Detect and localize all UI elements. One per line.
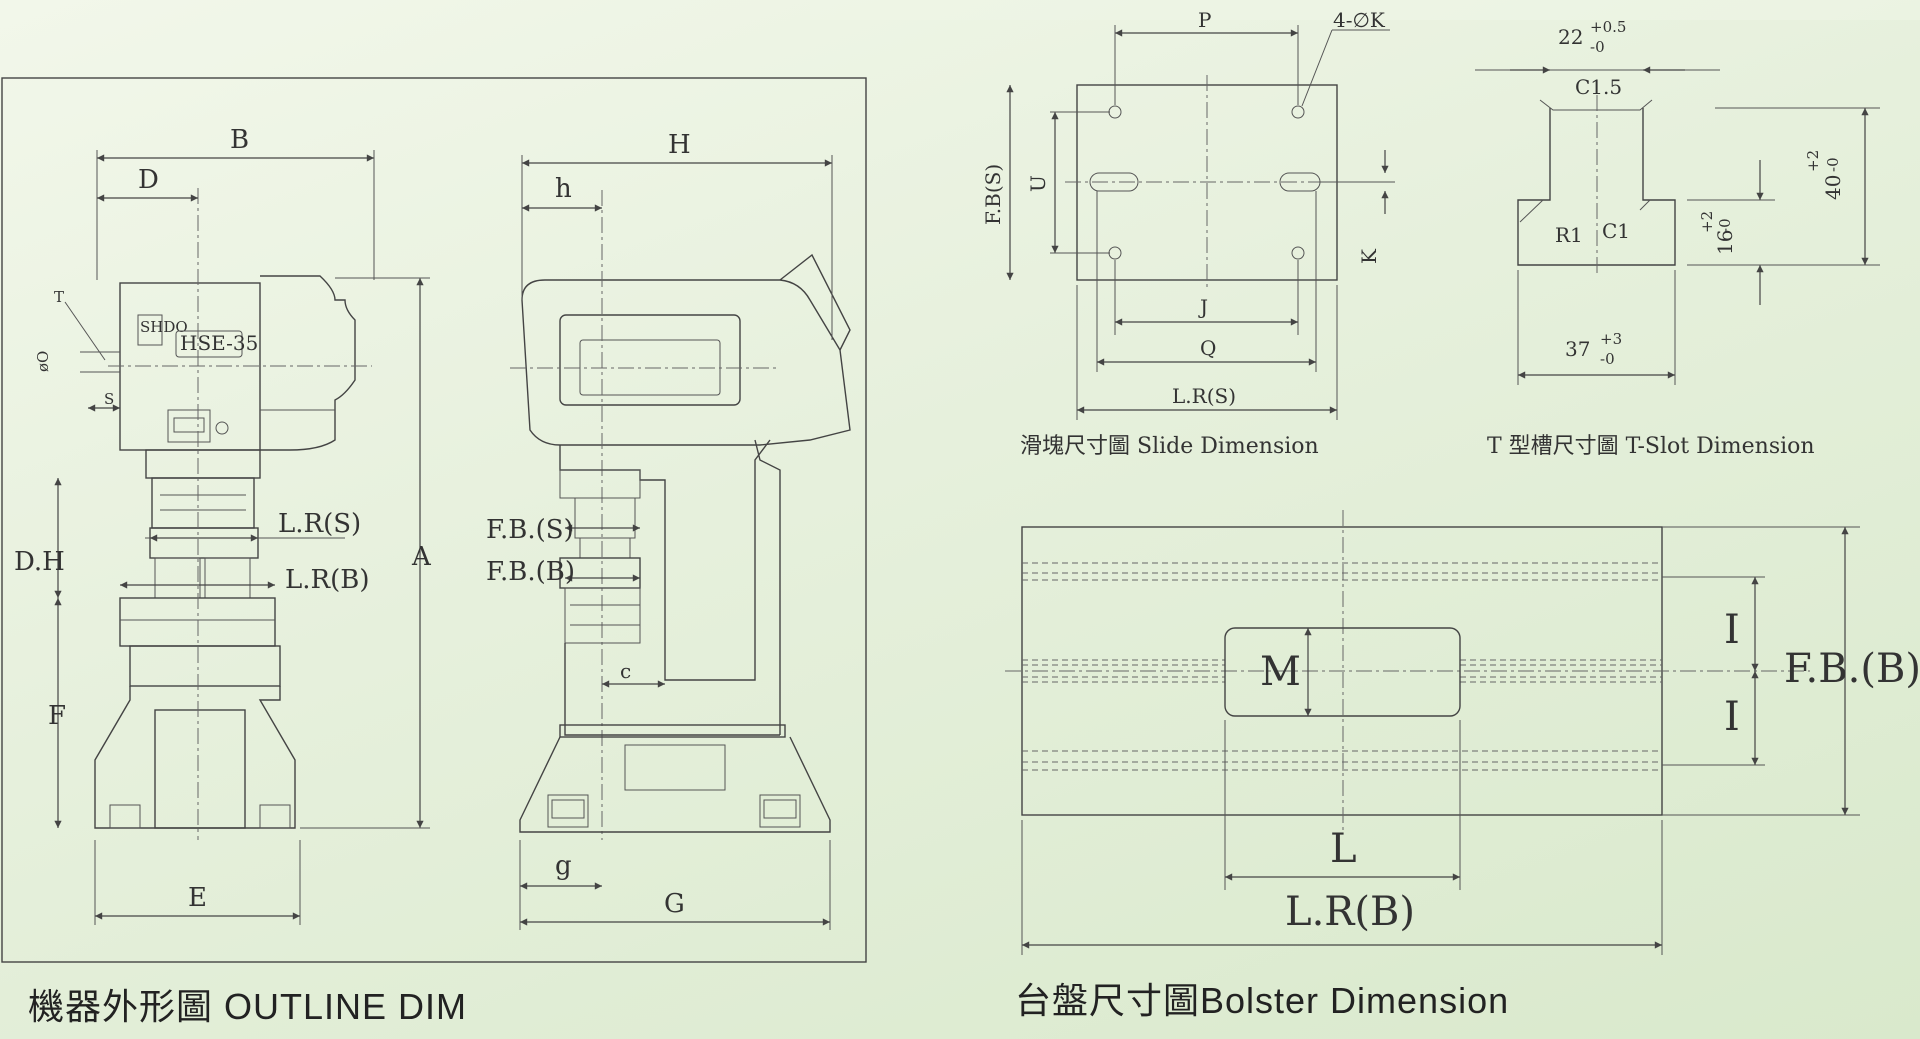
- dim-label-FBS-slide: F.B(S): [981, 164, 1005, 225]
- dim-label-FBS-outline: F.B.(S): [486, 515, 574, 545]
- control-display: [167, 409, 211, 443]
- label-C1: C1: [1602, 219, 1630, 243]
- slide-dimension-caption: 滑塊尺寸圖 Slide Dimension: [1020, 434, 1319, 459]
- tol-16-up: +2: [1698, 211, 1716, 233]
- tol-22-down: -0: [1590, 38, 1605, 56]
- dim-label-c: c: [620, 659, 631, 683]
- tol-16-down: -0: [1716, 218, 1734, 233]
- label-R1: R1: [1555, 223, 1583, 247]
- tol-22-up: +0.5: [1590, 18, 1626, 36]
- dim-label-LRS-slide: L.R(S): [1172, 384, 1236, 408]
- outline-dim-drawing: SHDO HSE-35: [1, 77, 867, 963]
- dim-label-F: F: [48, 701, 66, 731]
- model-plate: [175, 330, 243, 358]
- brand-mark: SHDO: [140, 318, 188, 336]
- t-slot-drawing: 22 +0.5 -0 C1.5 R1 C1 16 +2 -0 40 +2 -0 …: [1475, 18, 1880, 385]
- dim-label-M: M: [1260, 649, 1301, 695]
- dim-label-g: g: [555, 851, 572, 881]
- dim-label-22: 22: [1558, 25, 1583, 49]
- dim-label-16: 16: [1713, 230, 1737, 255]
- dim-label-FBB-outline: F.B.(B): [486, 557, 575, 587]
- tslot-dimension-caption: T 型槽尺寸圖 T-Slot Dimension: [1487, 434, 1815, 459]
- dim-label-I-lower: I: [1724, 694, 1740, 740]
- tol-40-down: -0: [1824, 157, 1842, 172]
- dim-label-h: h: [555, 174, 572, 204]
- tol-37-up: +3: [1600, 330, 1622, 348]
- dim-label-K: K: [1357, 248, 1381, 264]
- dim-label-Q: Q: [1200, 336, 1216, 360]
- model-plate-text: HSE-35: [180, 331, 258, 355]
- dim-label-H: H: [668, 130, 691, 160]
- dim-label-37: 37: [1565, 337, 1590, 361]
- dim-label-L: L: [1330, 826, 1357, 872]
- dim-label-P: P: [1198, 8, 1211, 32]
- dim-label-B: B: [230, 125, 249, 155]
- dim-label-D: D: [138, 165, 159, 195]
- dim-label-I-upper: I: [1724, 607, 1740, 653]
- dim-label-DH: D.H: [14, 547, 65, 577]
- front-view: SHDO HSE-35: [14, 125, 432, 925]
- brand-logo: [137, 314, 163, 346]
- outline-frame: [1, 77, 867, 963]
- tol-40-up: +2: [1804, 150, 1822, 172]
- side-view: H h F.B.(S) F.B.(B) c g G: [486, 130, 851, 930]
- dim-label-U: U: [1026, 175, 1050, 192]
- label-C15: C1.5: [1575, 75, 1622, 99]
- dim-label-S: S: [104, 390, 114, 408]
- dim-label-E: E: [188, 883, 207, 913]
- dim-label-T: T: [54, 288, 64, 306]
- dim-label-O: øO: [34, 351, 52, 372]
- dim-label-4K: 4-∅K: [1333, 8, 1386, 32]
- dim-label-FBB-bolster: F.B.(B): [1784, 646, 1920, 692]
- bolster-dimension-drawing: M I I F.B.(B) L L.R(B): [1005, 510, 1920, 955]
- slide-dimension-drawing: P 4-∅K F.B(S) U K J Q L.R(S): [981, 8, 1395, 420]
- dim-label-A: A: [411, 542, 432, 572]
- dim-label-40: 40: [1821, 175, 1845, 200]
- bolster-dimension-caption: 台盤尺寸圖Bolster Dimension: [1015, 980, 1510, 1021]
- tol-37-down: -0: [1600, 350, 1615, 368]
- dim-label-LRS-outline: L.R(S): [278, 509, 361, 539]
- dim-label-LRB-bolster: L.R(B): [1285, 889, 1415, 935]
- dim-label-LRB-outline: L.R(B): [285, 565, 370, 595]
- outline-dim-caption: 機器外形圖 OUTLINE DIM: [28, 986, 468, 1027]
- dim-label-J: J: [1198, 295, 1208, 319]
- dim-label-G: G: [664, 889, 685, 919]
